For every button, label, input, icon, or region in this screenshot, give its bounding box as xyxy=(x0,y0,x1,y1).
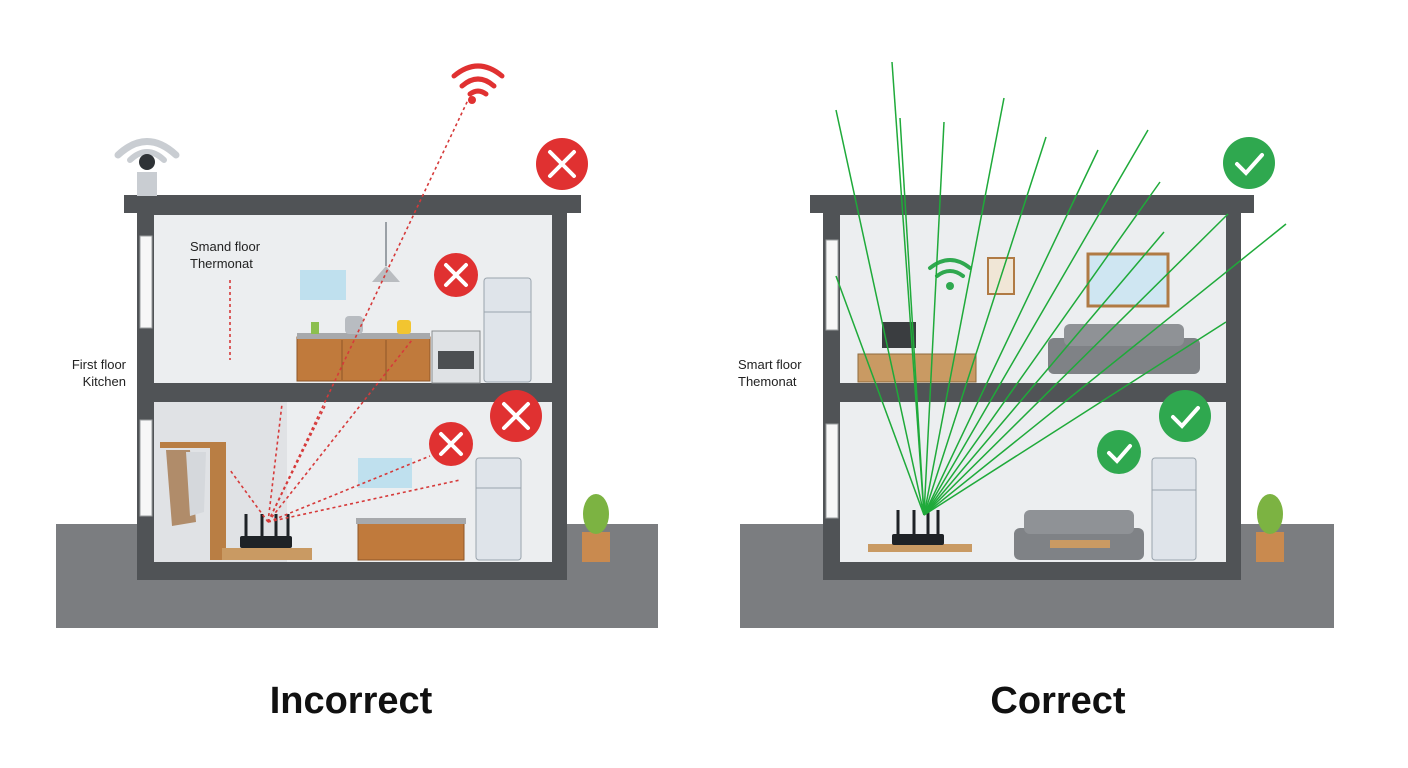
correct-caption: Correct xyxy=(990,680,1126,722)
fridge-right xyxy=(1151,457,1197,561)
wifi-icon xyxy=(928,258,972,290)
fridge-upper xyxy=(483,277,532,383)
label-line: Kitchen xyxy=(82,374,126,389)
picture-frame xyxy=(987,257,1015,295)
smart-floor-label: Smart floor Themonat xyxy=(738,356,802,390)
kitchen-counter xyxy=(296,336,431,382)
kettle xyxy=(345,316,363,334)
strong-signal-paths xyxy=(835,61,1287,516)
plant-icon xyxy=(1256,494,1284,562)
tv-stand xyxy=(868,544,972,552)
first-floor-label: First floor Kitchen xyxy=(40,356,126,390)
lower-counter xyxy=(357,521,465,561)
side-window xyxy=(825,423,839,519)
label-line: Smart floor xyxy=(738,357,802,372)
roof-slab-left xyxy=(124,195,581,213)
check-icon xyxy=(1159,390,1211,442)
incorrect-house xyxy=(56,63,658,628)
potted-herb xyxy=(311,322,319,334)
side-window xyxy=(139,419,153,517)
wifi-icon xyxy=(114,138,180,196)
clothes-rail xyxy=(160,442,220,448)
kitchen-window xyxy=(358,458,412,488)
cross-icon xyxy=(434,253,478,297)
desk xyxy=(857,353,977,383)
side-window xyxy=(139,235,153,329)
label-line: Themonat xyxy=(738,374,797,389)
cross-icon xyxy=(536,138,588,190)
correct-house xyxy=(740,61,1334,628)
router-icon xyxy=(892,510,944,545)
hanging-coat xyxy=(186,452,206,516)
toaster xyxy=(397,320,411,334)
side-window xyxy=(825,239,839,331)
weak-signal-paths xyxy=(229,99,469,523)
check-icon xyxy=(1223,137,1275,189)
fridge-lower xyxy=(475,457,522,561)
wardrobe-post xyxy=(210,442,226,560)
cross-icon xyxy=(490,390,542,442)
sofa-lower xyxy=(1014,510,1144,560)
check-icon xyxy=(1097,430,1141,474)
roof-slab-right xyxy=(810,195,1254,213)
pendant-lamp xyxy=(372,222,400,282)
sofa-upper xyxy=(1048,324,1200,374)
label-line: Thermonat xyxy=(190,256,253,271)
wifi-icon xyxy=(451,63,505,104)
upper-floor-label: Smand floor Thermonat xyxy=(190,238,260,272)
cross-icon xyxy=(429,422,473,466)
wall-window xyxy=(1086,252,1170,308)
router-shelf xyxy=(222,548,312,560)
label-line: First floor xyxy=(71,357,126,372)
incorrect-caption: Incorrect xyxy=(269,680,433,722)
range-hood xyxy=(300,270,346,300)
plant-icon xyxy=(582,494,610,562)
label-line: Smand floor xyxy=(190,239,261,254)
